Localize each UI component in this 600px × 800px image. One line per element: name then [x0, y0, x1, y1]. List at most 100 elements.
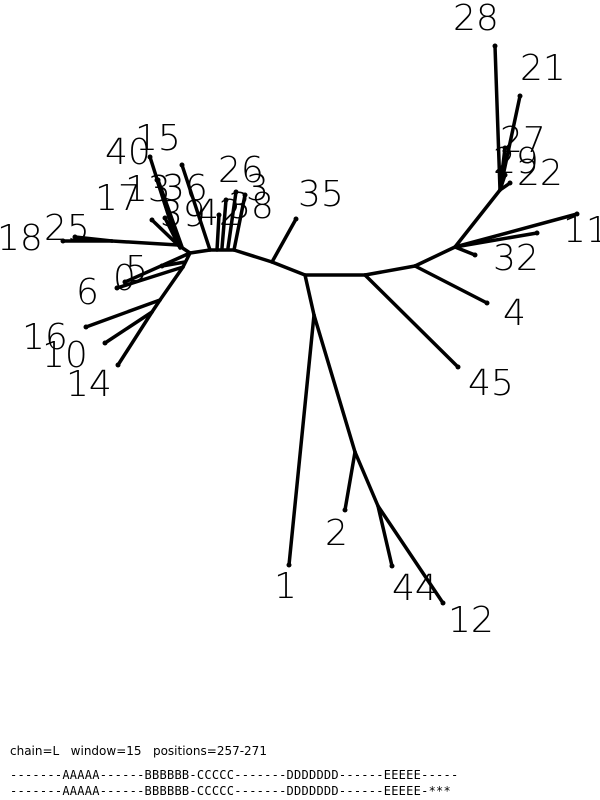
leaf-tip: [72, 234, 78, 240]
leaf-tip: [534, 230, 540, 236]
leaf-label: 32: [493, 238, 539, 279]
leaf-tip: [60, 238, 66, 244]
leaf-branch: [148, 155, 180, 247]
internal-branch: [158, 265, 185, 302]
leaf-tip: [286, 562, 292, 568]
leaf-tip: [115, 362, 121, 368]
leaf-tip: [233, 189, 239, 195]
internal-branch: [453, 188, 502, 249]
tree-branches: [60, 43, 580, 606]
leaf-branch: [150, 218, 180, 247]
leaf-label: 21: [520, 48, 566, 89]
leaf-tip: [223, 197, 229, 203]
leaf-label: 18: [0, 218, 43, 259]
leaf-label: 38: [228, 186, 274, 227]
leaf-branch: [453, 212, 579, 249]
leaf-label: 13: [125, 169, 171, 210]
leaf-tip: [455, 364, 461, 370]
leaf-tip: [216, 212, 222, 218]
leaf-branch: [226, 190, 238, 250]
leaf-branch: [376, 504, 394, 568]
internal-branch: [232, 248, 274, 264]
leaf-label: 0: [113, 258, 136, 299]
leaf-tip: [159, 263, 165, 269]
internal-branch: [312, 313, 357, 454]
internal-branch: [303, 273, 316, 317]
leaf-branch: [215, 213, 221, 252]
leaf-tip: [502, 145, 508, 151]
leaf-label: 28: [453, 0, 499, 39]
leaf-branch: [160, 260, 187, 268]
sequence-line-1: -------AAAAA------BBBBBB-CCCCC-------DDD…: [10, 768, 459, 782]
leaf-branch: [180, 163, 212, 252]
leaf-tip: [342, 507, 348, 513]
leaf-branch: [115, 265, 185, 290]
leaf-label: 40: [105, 132, 151, 173]
leaf-label: 17: [95, 178, 141, 219]
leaf-label: 3: [246, 168, 269, 209]
leaf-branch: [453, 245, 477, 257]
leaf-tip: [114, 285, 120, 291]
internal-branch: [353, 450, 380, 508]
leaf-branch: [103, 310, 154, 345]
leaf-branch: [376, 504, 445, 605]
leaf-tip: [440, 600, 446, 606]
leaf-label: 16: [22, 317, 68, 358]
leaf-label: 22: [517, 153, 563, 194]
leaf-branch: [123, 251, 192, 284]
leaf-tip: [147, 154, 153, 160]
leaf-label: 4: [503, 293, 526, 334]
leaf-label: 1: [274, 566, 297, 607]
sequence-line-2: -------AAAAA------BBBBBB-CCCCC-------DDD…: [10, 784, 452, 798]
leaf-label: 44: [392, 568, 438, 609]
leaf-label: 11: [563, 210, 600, 251]
leaf-label: 29: [493, 141, 539, 182]
internal-branch: [363, 264, 417, 277]
leaf-label: 27: [500, 120, 546, 161]
leaf-tip: [502, 172, 508, 178]
leaf-label: 26: [218, 150, 264, 191]
leaf-branch: [270, 217, 298, 264]
internal-branch: [270, 260, 307, 277]
leaf-tip: [179, 162, 185, 168]
leaf-branch: [220, 198, 228, 250]
leaf-tip: [293, 216, 299, 222]
leaf-tip: [574, 211, 580, 217]
leaf-label: 12: [448, 600, 494, 641]
info-line: chain=L window=15 positions=257-271: [10, 744, 267, 758]
leaf-branch: [493, 44, 502, 192]
leaf-tip: [102, 340, 108, 346]
leaf-tip: [517, 93, 523, 99]
leaf-label: 35: [298, 174, 344, 215]
leaf-branch: [287, 313, 316, 567]
leaf-label: 14: [66, 364, 112, 405]
leaf-label: 5: [125, 249, 148, 290]
leaf-branch: [413, 264, 489, 305]
leaf-label: 2: [325, 513, 348, 554]
leaf-branch: [116, 310, 154, 367]
leaf-branch: [343, 450, 357, 512]
leaf-tip: [507, 180, 513, 186]
leaf-tip: [122, 279, 128, 285]
leaf-label: 15: [135, 118, 181, 159]
leaf-label: 42: [196, 193, 242, 234]
leaf-label: 6: [76, 272, 99, 313]
leaf-branch: [84, 298, 162, 329]
leaf-label: 39: [160, 194, 206, 235]
internal-branch: [110, 239, 180, 247]
leaf-label: 45: [468, 363, 514, 404]
leaf-tip: [389, 563, 395, 569]
leaf-label: 25: [44, 208, 90, 249]
leaf-tip: [242, 192, 248, 198]
leaf-tip: [492, 43, 498, 49]
phylogenetic-tree: 2821272922113244524412135383264215393613…: [0, 0, 600, 641]
leaf-tip: [472, 252, 478, 258]
leaf-branch: [73, 235, 114, 243]
leaf-label: 10: [42, 335, 88, 376]
leaf-tip: [149, 217, 155, 223]
leaf-branch: [232, 193, 247, 252]
leaf-branch: [363, 273, 460, 369]
internal-branch: [188, 248, 212, 255]
leaf-tip: [484, 300, 490, 306]
tree-labels: 2821272922113244524412135383264215393613…: [0, 0, 600, 641]
